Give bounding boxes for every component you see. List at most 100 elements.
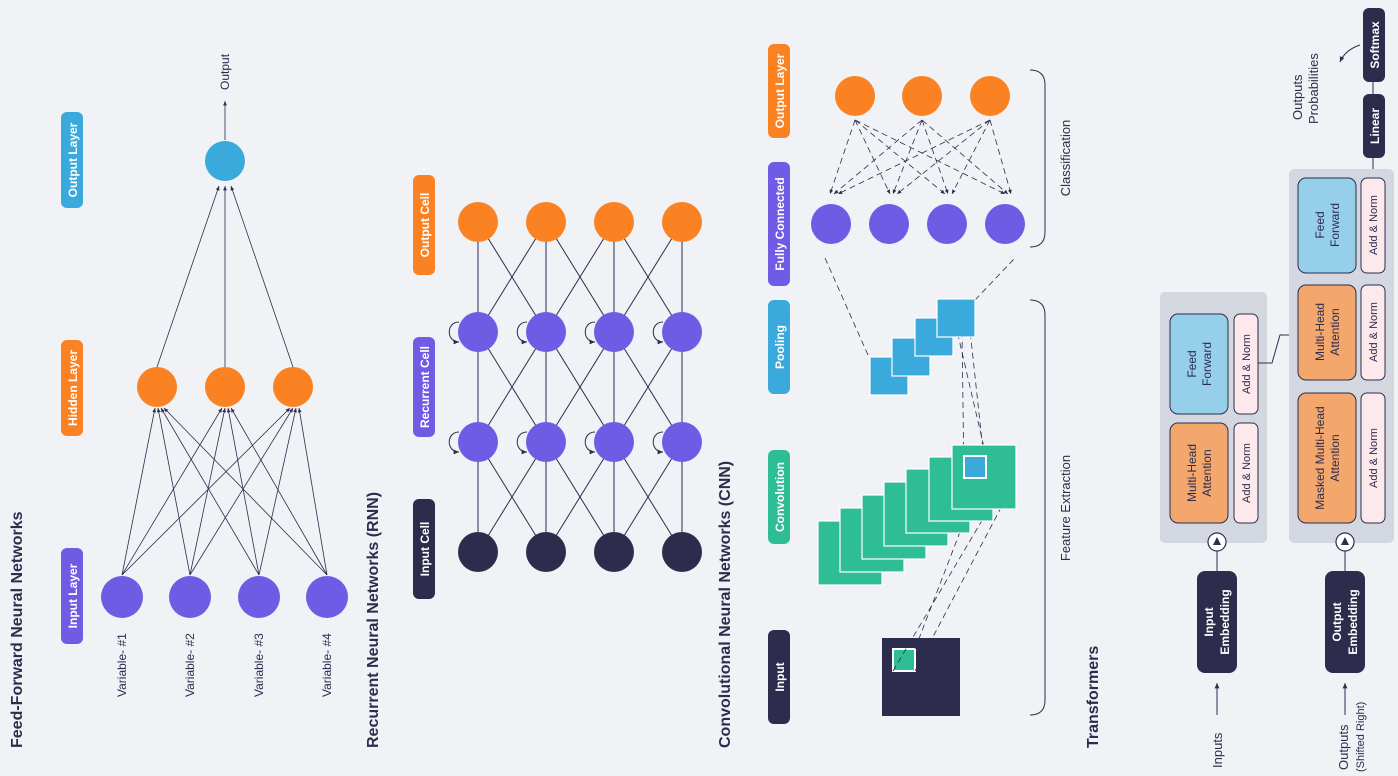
input-embedding-box: Input Embedding (1197, 571, 1237, 673)
rnn-output-node (662, 202, 702, 242)
cnn-fully-connected-node (927, 204, 967, 244)
rnn-section: Recurrent Neural Networks (RNN) Input Ce… (365, 175, 702, 748)
output-probabilities-sublabel: Probabilities (1306, 53, 1321, 124)
rnn-recurrent-node (594, 422, 634, 462)
rnn-recurrent-node (594, 312, 634, 352)
svg-text:Output Cell: Output Cell (418, 193, 432, 258)
rnn-recurrent-node (458, 312, 498, 352)
decoder-add-norm-1: Add & Norm (1360, 177, 1386, 274)
svg-text:Hidden Layer: Hidden Layer (66, 350, 80, 426)
ffnn-input-node (306, 576, 348, 618)
ffnn-input-variable-label: Variable- #1 (115, 633, 129, 697)
cnn-feature-extraction-brace (1029, 299, 1046, 716)
rnn-recurrent-node (526, 312, 566, 352)
rnn-recurrent-cell-badge: Recurrent Cell (413, 337, 435, 437)
ffnn-section: Feed-Forward Neural Networks Input Layer… (9, 53, 348, 748)
svg-text:Feed: Feed (1185, 350, 1199, 377)
svg-text:Embedding: Embedding (1218, 589, 1232, 654)
output-probabilities-label: Outputs (1290, 74, 1305, 120)
svg-text:Forward: Forward (1328, 203, 1342, 247)
encoder-positional-encoding-icon (1207, 532, 1227, 552)
cnn-feature-extraction-label: Feature Extraction (1058, 455, 1073, 561)
output-embedding-box: Output Embedding (1325, 571, 1365, 673)
cnn-fully-connected-node (985, 204, 1025, 244)
rnn-output-cell-badge: Output Cell (413, 175, 435, 275)
svg-text:Input: Input (1202, 607, 1216, 636)
cnn-section: Convolutional Neural Networks (CNN) Inpu… (717, 44, 1073, 748)
svg-text:Output: Output (1330, 602, 1344, 641)
rnn-output-node (526, 202, 566, 242)
cnn-classification-brace (1029, 69, 1046, 248)
cnn-convolution-badge: Convolution (768, 450, 790, 544)
cnn-output-node (970, 76, 1010, 116)
ffnn-input-variable-label: Variable- #4 (320, 633, 334, 697)
svg-text:Forward: Forward (1200, 342, 1214, 386)
cnn-fully-connected-node (811, 204, 851, 244)
encoder-add-norm-top: Add & Norm (1233, 313, 1259, 415)
cnn-output-node (902, 76, 942, 116)
transformers-title: Transformers (1085, 646, 1102, 748)
cnn-convolution-kernel (963, 455, 987, 479)
ffnn-hidden-node (137, 367, 177, 407)
decoder-multi-head-attention-box: Multi-Head Attention (1297, 284, 1357, 381)
outputs-shifted-label: Outputs (1336, 724, 1351, 770)
ffnn-input-variable-label: Variable- #2 (183, 633, 197, 697)
svg-text:Embedding: Embedding (1346, 589, 1360, 654)
decoder-add-norm-3: Add & Norm (1360, 392, 1386, 524)
svg-text:Attention: Attention (1200, 449, 1214, 496)
svg-text:Output Layer: Output Layer (66, 122, 80, 197)
svg-text:Recurrent Cell: Recurrent Cell (418, 346, 432, 428)
decoder-masked-multi-head-attention-box: Masked Multi-Head Attention (1297, 392, 1357, 524)
linear-box: Linear (1363, 94, 1385, 158)
ffnn-hidden-node (205, 367, 245, 407)
rnn-input-node (458, 532, 498, 572)
svg-text:Add & Norm: Add & Norm (1368, 302, 1380, 362)
ffnn-input-variable-label: Variable- #3 (252, 633, 266, 697)
svg-text:Attention: Attention (1328, 308, 1342, 355)
cnn-pooling-badge: Pooling (768, 300, 790, 394)
svg-text:Output Layer: Output Layer (773, 53, 787, 128)
cnn-fully-connected-node (869, 204, 909, 244)
rnn-recurrent-node (526, 422, 566, 462)
transformers-section: Transformers Feed Forward Add & Norm Mul… (1085, 8, 1394, 772)
rnn-output-node (594, 202, 634, 242)
encoder-multi-head-attention-box: Multi-Head Attention (1169, 422, 1229, 524)
svg-text:Add & Norm: Add & Norm (1368, 428, 1380, 488)
rnn-input-node (594, 532, 634, 572)
cnn-output-node (835, 76, 875, 116)
ffnn-hidden-layer-badge: Hidden Layer (61, 340, 83, 436)
svg-text:Masked Multi-Head: Masked Multi-Head (1313, 406, 1327, 509)
rnn-links (448, 221, 683, 553)
cnn-classification-label: Classification (1058, 120, 1073, 197)
ffnn-output-label: Output (218, 53, 232, 90)
rnn-recurrent-node (458, 422, 498, 462)
ffnn-output-node (205, 141, 245, 181)
ffnn-input-hidden-links (121, 101, 328, 576)
ffnn-input-node (169, 576, 211, 618)
cnn-output-layer-badge: Output Layer (768, 44, 790, 138)
rnn-output-node (458, 202, 498, 242)
rnn-recurrent-node (662, 312, 702, 352)
cnn-input-badge: Input (768, 630, 790, 724)
svg-text:Multi-Head: Multi-Head (1185, 444, 1199, 502)
cnn-title: Convolutional Neural Networks (CNN) (717, 461, 734, 748)
softmax-box: Softmax (1363, 8, 1385, 82)
svg-text:Feed: Feed (1313, 211, 1327, 238)
rnn-title: Recurrent Neural Networks (RNN) (365, 492, 382, 748)
decoder-feed-forward-box: Feed Forward (1297, 177, 1357, 274)
svg-text:Input: Input (773, 662, 787, 691)
svg-text:Add & Norm: Add & Norm (1368, 195, 1380, 255)
ffnn-input-layer-badge: Input Layer (61, 548, 83, 644)
svg-text:Attention: Attention (1328, 434, 1342, 481)
svg-text:Fully Connected: Fully Connected (773, 177, 787, 270)
encoder-feed-forward-box: Feed Forward (1169, 313, 1229, 415)
ffnn-input-node (101, 576, 143, 618)
rnn-input-cell-badge: Input Cell (413, 499, 435, 599)
decoder-positional-encoding-icon (1335, 532, 1355, 552)
cnn-fully-connected-badge: Fully Connected (768, 162, 790, 286)
outputs-shifted-sublabel: (Shifted Right) (1355, 702, 1367, 772)
svg-text:Convolution: Convolution (773, 462, 787, 532)
cnn-projection-lines (824, 119, 1016, 672)
encoder-add-norm-bottom: Add & Norm (1233, 422, 1259, 524)
